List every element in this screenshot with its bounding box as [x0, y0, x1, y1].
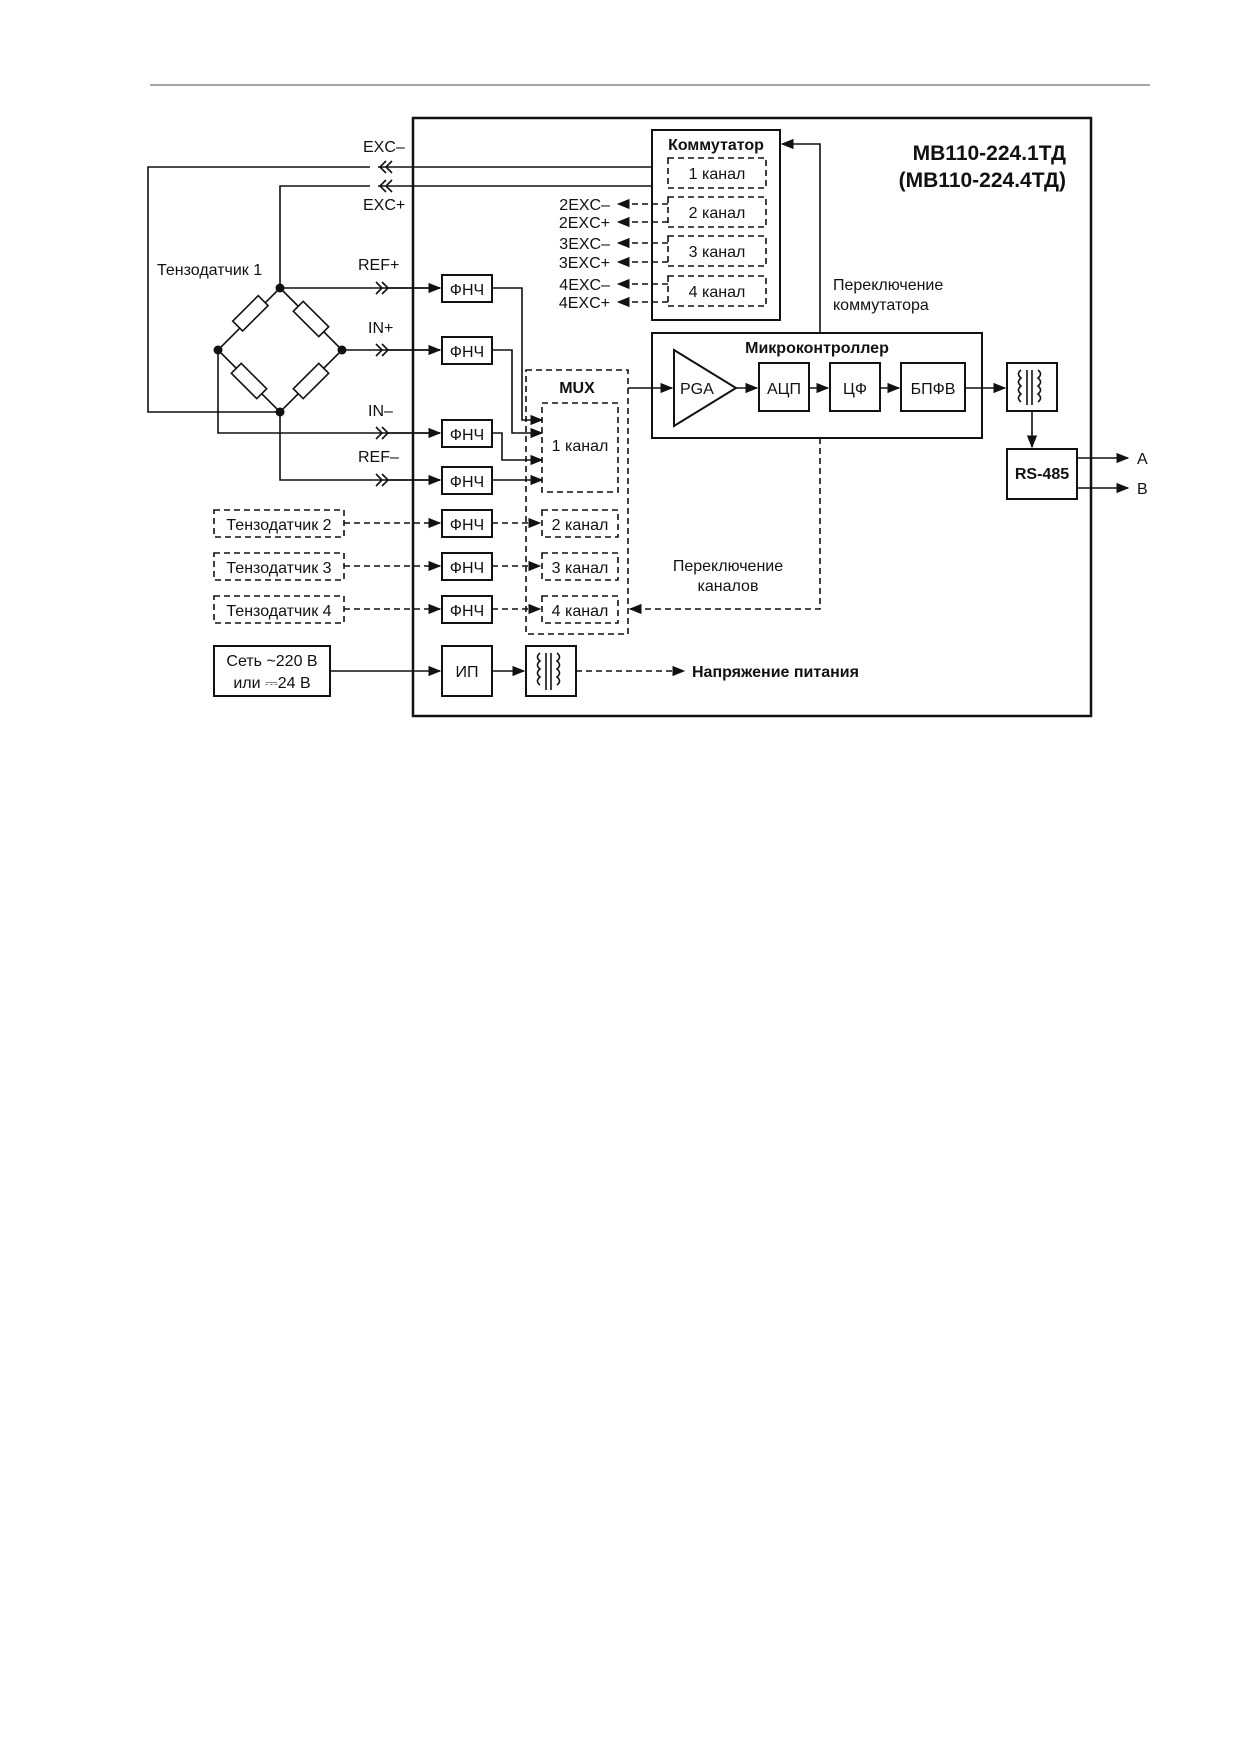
commutator-channel-2-label: 2 канал — [689, 205, 746, 222]
lpf-sensor-4 — [441, 595, 493, 624]
digital-filter-block — [829, 362, 881, 412]
mux-channel-1-label: 1 канал — [552, 438, 609, 455]
lpf-sensor-2-label: ФНЧ — [450, 517, 484, 534]
sensor-1-label: Тензодатчик 1 — [157, 262, 262, 279]
adc-label: АЦП — [767, 381, 801, 398]
commutator-channel-1 — [667, 157, 767, 189]
device-enclosure — [411, 116, 1093, 718]
power-transformer-icon — [525, 645, 577, 697]
lpf-ref-minus-label: ФНЧ — [450, 474, 484, 491]
exc-output-2-plus: 2EXC+ — [559, 215, 610, 232]
signal-exc-plus: EXC+ — [363, 197, 405, 214]
lpf-ref-minus — [441, 466, 493, 495]
sensor-4-label: Тензодатчик 4 — [226, 603, 331, 620]
exc-output-3-plus: 3EXC+ — [559, 255, 610, 272]
commutator-channel-2 — [667, 196, 767, 228]
commutator-switch-label-1: Переключение — [833, 277, 943, 294]
mux-channel-4 — [541, 595, 619, 624]
adc-block — [758, 362, 810, 412]
lpf-ref-plus — [441, 274, 493, 303]
signal-ref-plus: REF+ — [358, 257, 399, 274]
exc-output-2-minus: 2EXC– — [559, 197, 610, 214]
lpf-ref-plus-label: ФНЧ — [450, 282, 484, 299]
mains-source-line2: или ⎓24 В — [233, 675, 310, 692]
pga-amplifier — [673, 348, 738, 428]
commutator-title: Коммутатор — [668, 137, 764, 154]
commutator-channel-4-label: 4 канал — [689, 284, 746, 301]
lpf-in-minus-label: ФНЧ — [450, 427, 484, 444]
supply-voltage-label: Напряжение питания — [692, 664, 859, 681]
sensor-3-label: Тензодатчик 3 — [226, 560, 331, 577]
device-title-line2: (МВ110-224.4ТД) — [899, 169, 1066, 192]
isolation-transformer-icon — [1006, 362, 1058, 412]
microcontroller-title: Микроконтроллер — [745, 340, 889, 357]
device-title-line1: МВ110-224.1ТД — [913, 142, 1066, 165]
power-supply-label: ИП — [456, 664, 479, 681]
mux-title: MUX — [559, 380, 595, 397]
sensor-2-block — [213, 509, 345, 538]
lpf-in-plus — [441, 336, 493, 365]
bpfv-label: БПФВ — [911, 381, 956, 398]
digital-filter-label: ЦФ — [843, 381, 867, 398]
lpf-sensor-3-label: ФНЧ — [450, 560, 484, 577]
mux-channel-3 — [541, 552, 619, 581]
mux-switch-label-1: Переключение — [673, 558, 783, 575]
mux-channel-2 — [541, 509, 619, 538]
lpf-sensor-4-label: ФНЧ — [450, 603, 484, 620]
lpf-in-plus-label: ФНЧ — [450, 344, 484, 361]
exc-output-3-minus: 3EXC– — [559, 236, 610, 253]
mux-channel-3-label: 3 канал — [552, 560, 609, 577]
commutator-channel-1-label: 1 канал — [689, 166, 746, 183]
rs485-line-a: A — [1137, 451, 1148, 468]
commutator-channel-3-label: 3 канал — [689, 244, 746, 261]
mux-channel-4-label: 4 канал — [552, 603, 609, 620]
signal-exc-minus: EXC– — [363, 139, 405, 156]
sensor-4-block — [213, 595, 345, 624]
commutator-channel-3 — [667, 235, 767, 267]
signal-ref-minus: REF– — [358, 449, 399, 466]
rs485-line-b: B — [1137, 481, 1148, 498]
strain-gauge-bridge — [213, 283, 347, 417]
mains-source-block — [213, 645, 331, 697]
mux-channel-2-label: 2 канал — [552, 517, 609, 534]
rs485-label: RS-485 — [1015, 466, 1069, 483]
mains-source-line1: Сеть ~220 В — [226, 653, 317, 670]
signal-in-minus: IN– — [368, 403, 393, 420]
sensor-3-block — [213, 552, 345, 581]
mux-switch-label-2: каналов — [698, 578, 759, 595]
bpfv-block — [900, 362, 966, 412]
mux-channel-1 — [541, 402, 619, 493]
commutator-channel-4 — [667, 275, 767, 307]
signal-in-plus: IN+ — [368, 320, 393, 337]
commutator-switch-label-2: коммутатора — [833, 297, 929, 314]
sensor-2-label: Тензодатчик 2 — [226, 517, 331, 534]
exc-output-4-plus: 4EXC+ — [559, 295, 610, 312]
exc-output-4-minus: 4EXC– — [559, 277, 610, 294]
pga-label: PGA — [680, 381, 714, 398]
rs485-block — [1006, 448, 1078, 500]
